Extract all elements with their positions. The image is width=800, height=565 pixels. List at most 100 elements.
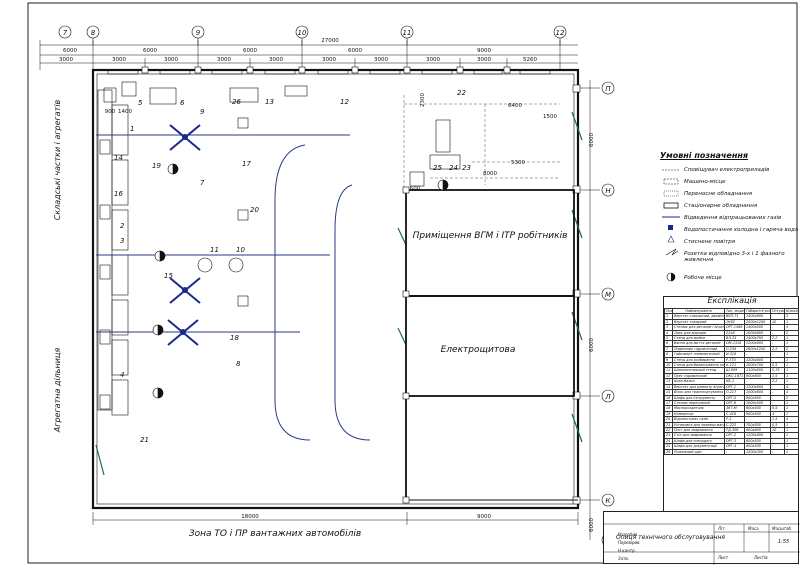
explication-cell: ОРГ-1468 xyxy=(724,324,745,331)
title-block-lit: Літ. xyxy=(718,526,726,531)
top-windows xyxy=(107,69,551,75)
dim-3000-d: 3000 xyxy=(217,57,231,63)
legend-item-6: Стиснене повітря xyxy=(684,239,736,245)
eq-label-8: 8 xyxy=(236,360,241,368)
workplace-markers xyxy=(152,163,449,399)
dim-600: 600 xyxy=(410,186,421,192)
lifts xyxy=(167,124,201,346)
legend-title: Умовні позначення xyxy=(660,151,749,160)
vehicle-paths xyxy=(96,134,371,441)
dim-total: 27000 xyxy=(321,38,339,44)
explication-header-cell: Поз. xyxy=(664,307,673,315)
legend-item-0: Сповіщувач електроприладів xyxy=(684,167,770,173)
axis-markers-top xyxy=(58,25,567,45)
axis-label-8: 8 xyxy=(91,29,96,37)
eq-label-5: 5 xyxy=(138,99,143,107)
axis-markers-right xyxy=(601,81,615,547)
sig-role-0: Розробив xyxy=(618,532,638,537)
eq-label-6: 6 xyxy=(180,99,185,107)
eq-label-26: 26 xyxy=(232,98,241,106)
dim-3000-b: 3000 xyxy=(112,57,126,63)
explication-header-row: Поз. Найменування Тип, модель Габаритні … xyxy=(664,307,799,315)
dim-5300: 5300 xyxy=(511,160,525,166)
sig-role-1: Перевірив xyxy=(618,540,640,545)
dim-6400: 6400 xyxy=(508,103,522,109)
eq-label-10: 10 xyxy=(236,246,245,254)
eq-label-7: 7 xyxy=(200,179,205,187)
dim-3000-h: 3000 xyxy=(426,57,440,63)
sig-role-3: Затв. xyxy=(618,556,629,561)
eq-label-15: 15 xyxy=(164,272,173,280)
legend-item-4: Відведення відпрацьованих газів xyxy=(684,215,782,221)
dim-right-6000c: 6000 xyxy=(589,518,595,532)
eq-label-18: 18 xyxy=(230,334,239,342)
service-rooms xyxy=(405,189,578,501)
title-block: Опиця технічного обслуговування Літ. Мас… xyxy=(603,511,800,565)
title-block-title: Опиця технічного обслуговування xyxy=(616,534,725,541)
dim-right-6000b: 6000 xyxy=(589,338,595,352)
legend-symbol-7 xyxy=(665,248,679,256)
dim-8000: 8000 xyxy=(483,171,497,177)
eq-label-12: 12 xyxy=(340,98,349,106)
legend-item-1: Машино-місце xyxy=(684,179,726,185)
eq-label-13: 13 xyxy=(265,98,274,106)
dim-6000-a: 6000 xyxy=(63,48,77,54)
eq-label-23: 23 xyxy=(462,164,471,172)
eq-label-3: 3 xyxy=(120,237,124,245)
legend-symbol-1 xyxy=(663,178,679,185)
explication-cell: 1200х300 xyxy=(744,448,771,456)
room-label-aggregate: Агрегатна дільниця xyxy=(53,348,62,434)
legend-symbol-5 xyxy=(668,225,673,230)
equipment-numbers: 1 2 3 4 5 6 7 8 9 10 11 12 13 14 15 16 1… xyxy=(114,89,471,444)
explication-cell: Ванна для миття деталей xyxy=(672,340,725,347)
title-block-scale: 1:55 xyxy=(778,539,790,545)
axis-label-11: 11 xyxy=(403,29,412,37)
explication-cell: Підйомник гідравлічний xyxy=(672,345,725,353)
eq-label-20: 20 xyxy=(250,206,259,214)
title-block-sheets: Листів xyxy=(754,555,768,560)
left-racks xyxy=(97,89,129,416)
explication-title: Експлікація xyxy=(707,296,757,305)
sig-role-2: Н.контр. xyxy=(618,548,636,553)
legend-symbols xyxy=(662,169,680,282)
explication-cell: ОКС-1671 xyxy=(724,372,745,380)
dim-3000-f: 3000 xyxy=(322,57,336,63)
interior-columns xyxy=(402,186,410,504)
axis-label-10: 10 xyxy=(298,29,307,37)
dim-6000-d: 6000 xyxy=(348,48,362,54)
legend-symbol-6 xyxy=(667,235,675,243)
eq-label-24: 24 xyxy=(449,164,458,172)
dim-6000-b: 6000 xyxy=(143,48,157,54)
legend-item-2: Переносне обладнання xyxy=(684,191,753,197)
explication-cell: Верстат слюсарний, двомісний xyxy=(672,313,725,320)
legend-symbol-3 xyxy=(663,202,679,209)
explication-cell: Візок для транспортування агрегатів xyxy=(672,389,725,396)
utility-lines xyxy=(403,95,560,190)
eq-label-14: 14 xyxy=(114,154,123,162)
explication-cell: Стелаж для деталей і агрегатів xyxy=(672,324,725,331)
eq-label-11: 11 xyxy=(210,246,219,254)
eq-label-19: 19 xyxy=(152,162,161,170)
room-label-electrical: Електрощитова xyxy=(441,345,516,355)
dim-right-6000a: 6000 xyxy=(589,133,595,147)
eq-label-25: 25 xyxy=(433,164,442,172)
axis-label-L: Л xyxy=(604,393,611,401)
axis-label-K: К xyxy=(606,497,612,505)
legend-item-7: Розетка відповідно 3-х і 1 фазного живле… xyxy=(684,251,785,263)
explication-cell: Стенд для балансування коліс xyxy=(672,362,725,369)
dim-3000-i: 3000 xyxy=(477,57,491,63)
dim-6000-c: 6000 xyxy=(243,48,257,54)
sheet-frame xyxy=(27,2,798,564)
explication-header-cell: Кількість xyxy=(784,307,799,315)
right-windows xyxy=(95,111,583,476)
